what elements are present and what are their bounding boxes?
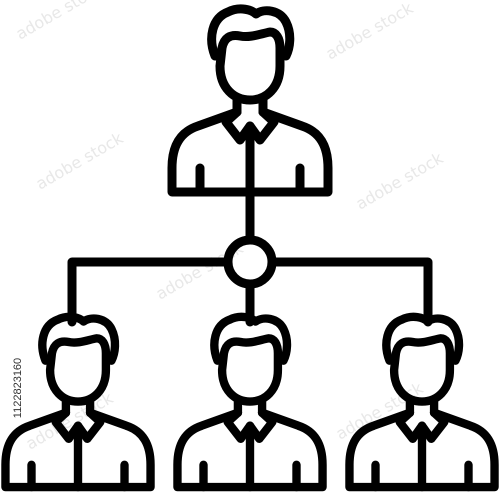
bottom-center-person-icon <box>177 317 322 487</box>
svg-text:adobe stock: adobe stock <box>33 128 127 193</box>
bottom-left-person-icon <box>5 317 150 487</box>
svg-text:adobe stock: adobe stock <box>13 0 107 43</box>
svg-text:adobe stock: adobe stock <box>323 0 417 63</box>
svg-text:adobe stock: adobe stock <box>353 148 447 213</box>
top-person-icon <box>172 9 328 192</box>
watermark-stock-id: 1122823160 <box>12 357 24 419</box>
hierarchy-connectors <box>67 187 433 327</box>
bottom-right-person-icon <box>349 317 494 487</box>
